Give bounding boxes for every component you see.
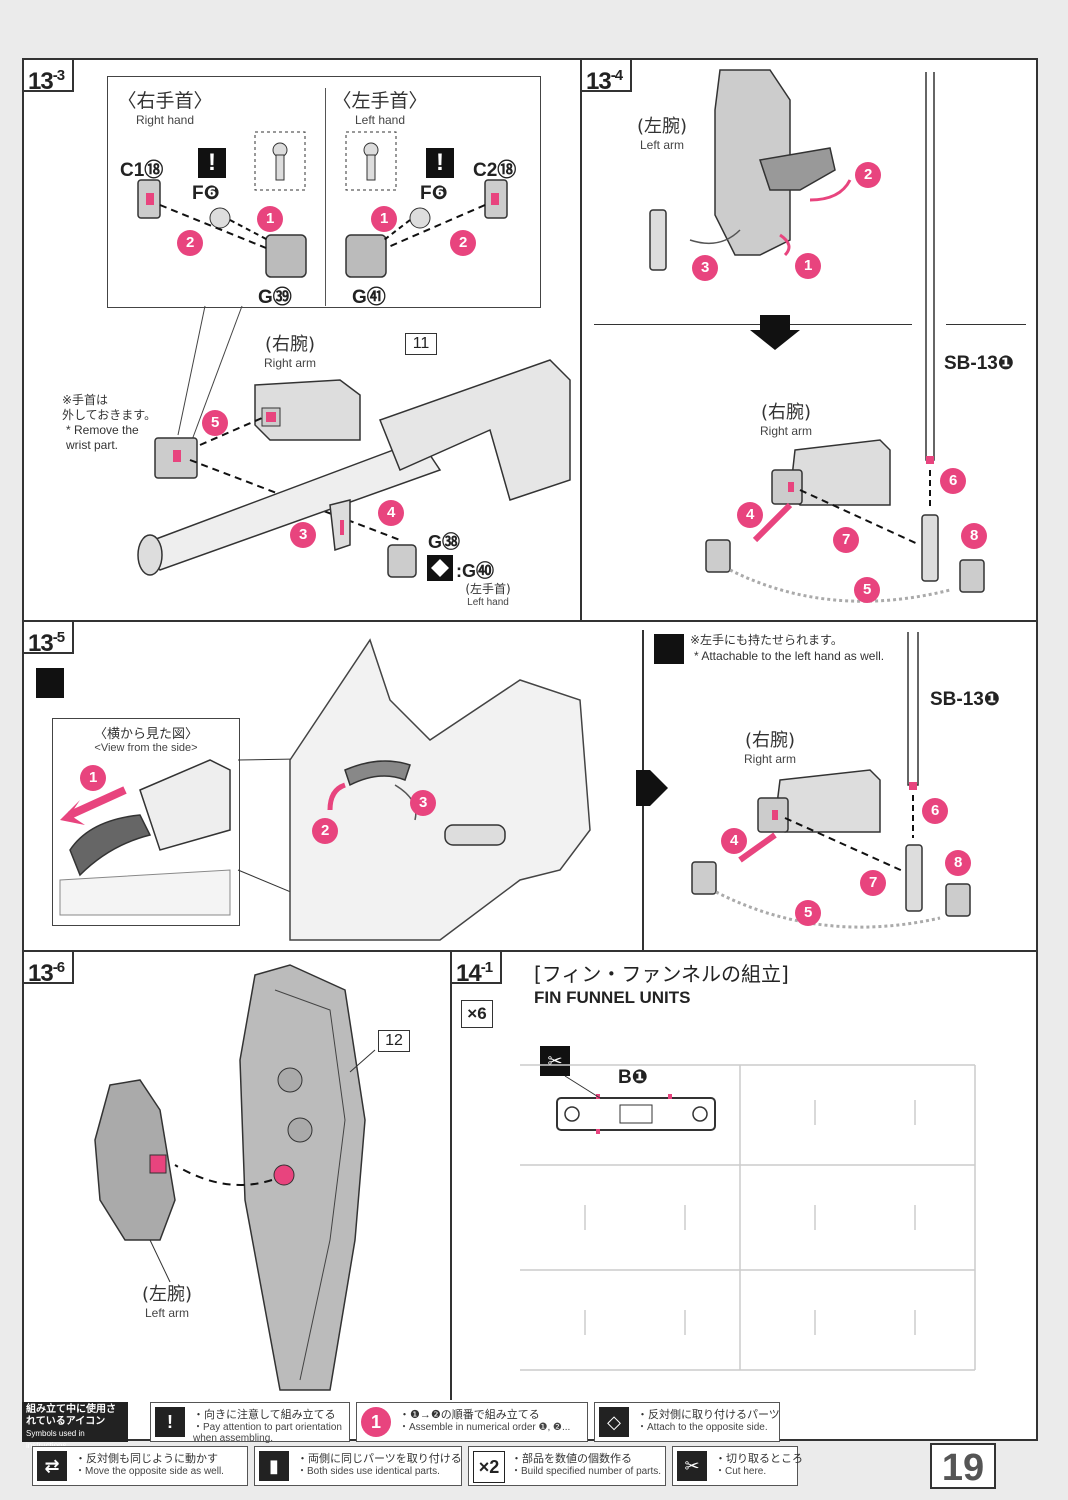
hand-box-divider: [325, 88, 326, 306]
part-c1: C1⑱: [120, 160, 164, 181]
step-number-13-3: 13-3: [24, 60, 75, 95]
right-arm-label: (右腕) Right arm: [263, 334, 316, 370]
step-number-13-5: 13-5: [24, 622, 75, 657]
part-g39: G㊴: [258, 287, 292, 308]
part-c2: C2⑱: [473, 160, 517, 181]
hand-detail-box: [107, 76, 541, 308]
divider: [580, 60, 582, 620]
part-sb-13: SB-13❶: [944, 353, 1014, 374]
legend-title: 組み立て中に使用されているアイコン Symbols used in instru…: [22, 1402, 128, 1450]
multiplier-badge: ×6: [461, 1000, 493, 1028]
both-sides-icon: [654, 634, 684, 664]
divider: [450, 950, 452, 1400]
step-number-14-1: 14-1: [452, 952, 503, 987]
legend-item-opposite: ◇ ・反対側に取り付けるパーツ ・Attach to the opposite …: [594, 1402, 780, 1442]
step-number-13-4: 13-4: [582, 60, 633, 95]
part-callout-12: 12: [378, 1030, 410, 1052]
remove-wrist-note-jp: ※手首は 外しておきます。: [62, 393, 157, 422]
legend-item-order: 1 ・❶→❷の順番で組み立てる ・Assemble in numerical o…: [356, 1402, 588, 1442]
left-arm-label: (左腕) Left arm: [636, 116, 688, 152]
caution-icon: !: [426, 148, 454, 178]
side-view-label: 〈横から見た図〉 <View from the side>: [93, 727, 198, 754]
page-number: 19: [930, 1443, 996, 1489]
divider: [946, 324, 1026, 325]
attachable-note-jp: ※左手にも持たせられます。: [690, 633, 843, 647]
right-hand-label: 〈右手首〉 Right hand: [117, 90, 213, 127]
move-opposite-icon: [36, 668, 64, 698]
legend-item-both-sides: ▮ ・両側に同じパーツを取り付ける ・Both sides use identi…: [254, 1446, 462, 1486]
part-g40: :G㊵: [456, 561, 494, 581]
icon-legend: 組み立て中に使用されているアイコン Symbols used in instru…: [22, 1402, 803, 1490]
part-g41: G㊶: [352, 287, 386, 308]
legend-item-multiple: ×2 ・部品を数値の個数作る ・Build specified number o…: [468, 1446, 666, 1486]
part-g38: G㊳: [428, 532, 461, 552]
legend-item-orientation: ! ・向きに注意して組み立てる ・Pay attention to part o…: [150, 1402, 350, 1444]
divider: [594, 324, 912, 325]
attachable-note-en: * Attachable to the left hand as well.: [694, 649, 885, 663]
divider: [22, 950, 1038, 952]
right-arm-label: (右腕) Right arm: [743, 730, 796, 766]
divider: [22, 620, 1038, 622]
section-title-en: FIN FUNNEL UNITS: [534, 988, 691, 1007]
cut-icon: ✂: [540, 1046, 570, 1076]
part-f6: F❻: [420, 183, 448, 204]
part-callout-11: 11: [405, 333, 437, 355]
legend-item-move-opposite: ⇄ ・反対側も同じように動かす ・Move the opposite side …: [32, 1446, 248, 1486]
legend-item-cut: ✂ ・切り取るところ ・Cut here.: [672, 1446, 803, 1486]
caution-icon: !: [198, 148, 226, 178]
left-arm-label: (左腕) Left arm: [141, 1284, 193, 1320]
section-title-jp: [フィン・ファンネルの組立]: [534, 962, 789, 986]
remove-wrist-note-en: * Remove the wrist part.: [66, 423, 139, 452]
right-arm-label: (右腕) Right arm: [759, 402, 812, 438]
left-hand-label: 〈左手首〉 Left hand: [332, 90, 428, 127]
part-sb-13: SB-13❶: [930, 689, 1000, 710]
part-b1: B❶: [618, 1067, 648, 1088]
part-f6: F❻: [192, 183, 220, 204]
left-hand-small-label: (左手首) Left hand: [465, 582, 511, 608]
step-number-13-6: 13-6: [24, 952, 75, 987]
